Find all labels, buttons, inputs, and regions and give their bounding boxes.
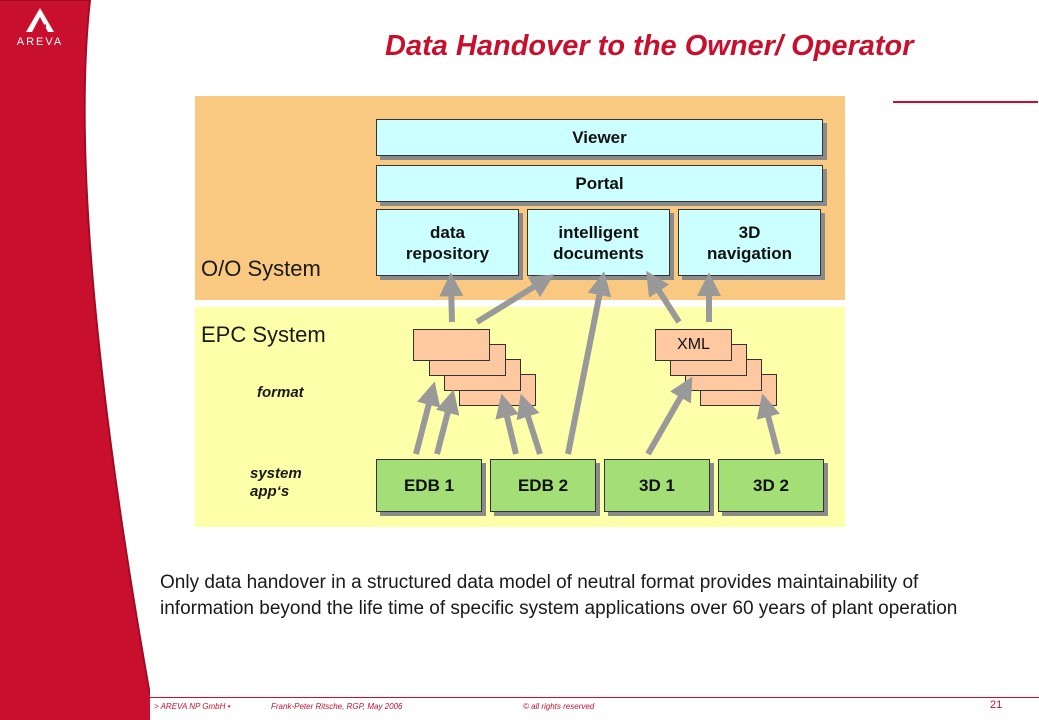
system-apps-label: system app‘s [250,465,302,500]
app-box-edb1: EDB 1 [376,459,482,512]
epc-system-label: EPC System [201,322,326,347]
title-underline [893,101,1038,103]
page-number: 21 [990,699,1003,711]
format-label: format [257,384,304,401]
footer-author: Frank-Peter Ritsche, RGP, May 2006 [271,702,403,711]
app-box-3d1: 3D 1 [604,459,710,512]
portal-box: Portal [376,165,823,202]
areva-logo-icon [26,8,54,32]
footer-company: > AREVA NP GmbH • [154,702,231,711]
footer-rights: © all rights reserved [523,702,595,711]
brand-name: AREVA [16,36,64,48]
viewer-box: Viewer [376,119,823,156]
app-box-edb2: EDB 2 [490,459,596,512]
app-box-3d2: 3D 2 [718,459,824,512]
3d-navigation-box: 3D navigation [678,209,821,276]
oo-system-label: O/O System [201,256,321,281]
format-document [413,329,490,361]
footer-divider [0,697,1039,698]
intelligent-documents-box: intelligent documents [527,209,670,276]
sidebar-brand-band [0,0,150,720]
xml-document-label: XML [655,329,732,361]
body-paragraph: Only data handover in a structured data … [160,572,958,619]
data-repository-box: data repository [376,209,519,276]
page-title: Data Handover to the Owner/ Operator [385,30,914,62]
